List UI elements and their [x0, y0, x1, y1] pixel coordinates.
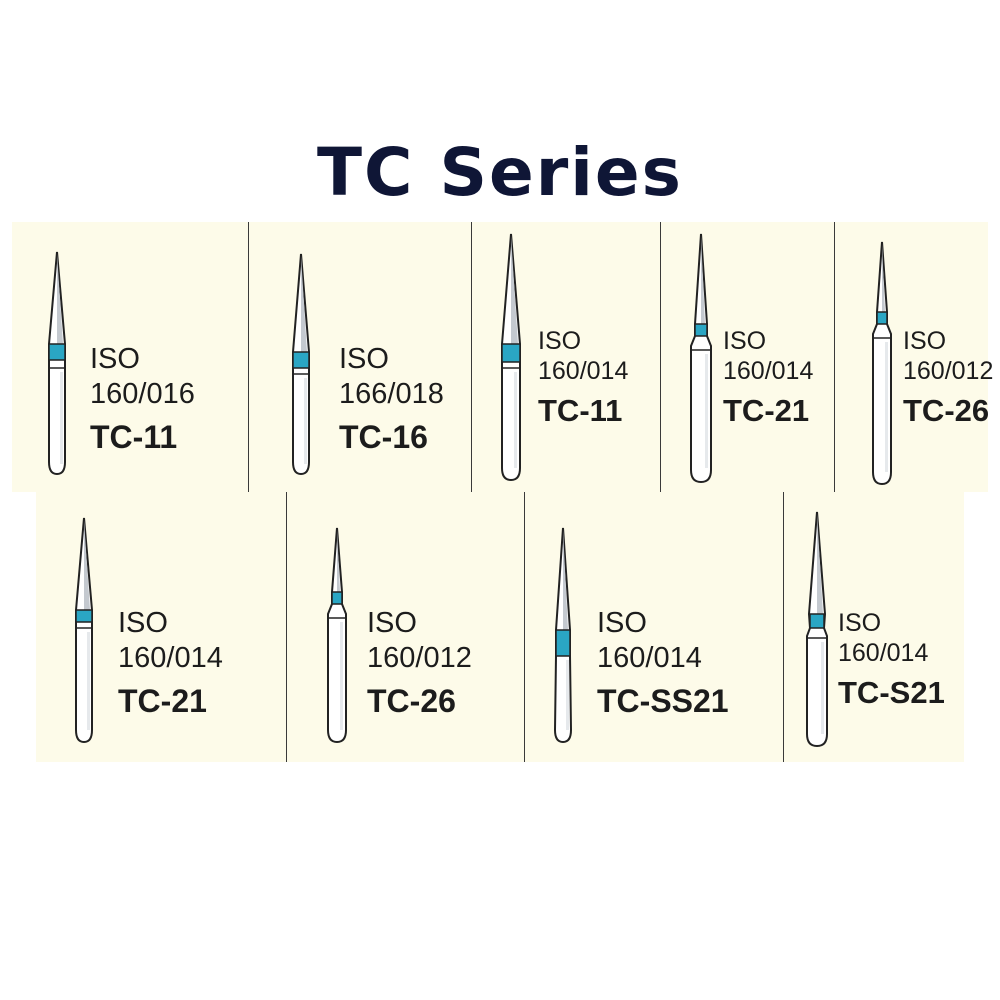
product-card: ISO 160/012 TC-26: [834, 222, 993, 492]
iso-label: ISO: [723, 327, 767, 355]
product-code: TC-S21: [838, 675, 945, 710]
iso-label: ISO: [90, 343, 140, 375]
page-title: TC Series: [317, 134, 683, 211]
bur-icon: [327, 527, 347, 744]
bur-icon: [48, 251, 66, 476]
iso-size: 160/012: [903, 357, 994, 385]
bur-icon: [690, 233, 712, 484]
iso-size: 160/014: [597, 641, 702, 674]
iso-size: 160/014: [723, 357, 814, 385]
iso-size: 160/014: [118, 641, 223, 674]
product-code: TC-21: [118, 682, 207, 719]
bur-icon: [872, 241, 892, 486]
product-card: ISO 160/012 TC-26: [286, 492, 524, 762]
product-code: TC-26: [367, 682, 456, 719]
product-code: TC-26: [903, 393, 990, 428]
bur-icon: [501, 233, 521, 482]
product-card: ISO 160/014 TC-S21: [783, 492, 964, 762]
iso-label: ISO: [838, 609, 882, 637]
iso-label: ISO: [367, 607, 417, 639]
iso-label: ISO: [538, 327, 582, 355]
bur-icon: [553, 527, 573, 744]
product-card: ISO 160/014 TC-21: [660, 222, 834, 492]
iso-label: ISO: [903, 327, 947, 355]
product-code: TC-21: [723, 393, 810, 428]
product-code: TC-SS21: [597, 682, 729, 719]
product-card: ISO 160/016 TC-11: [12, 222, 248, 492]
product-code: TC-11: [90, 418, 178, 455]
product-card: ISO 166/018 TC-16: [248, 222, 471, 492]
iso-size: 160/014: [838, 639, 929, 667]
iso-label: ISO: [118, 607, 168, 639]
bur-icon: [292, 253, 310, 476]
iso-label: ISO: [597, 607, 647, 639]
product-code: TC-11: [538, 393, 623, 428]
bur-icon: [806, 511, 828, 748]
iso-size: 160/016: [90, 377, 195, 410]
product-row-2: ISO 160/014 TC-21 ISO 160/012 TC-26 ISO …: [36, 492, 964, 762]
iso-label: ISO: [339, 343, 389, 375]
bur-icon: [75, 517, 93, 744]
product-card: ISO 160/014 TC-21: [36, 492, 286, 762]
iso-size: 160/014: [538, 357, 629, 385]
product-code: TC-16: [339, 418, 428, 455]
product-card: ISO 160/014 TC-11: [471, 222, 660, 492]
iso-size: 166/018: [339, 377, 444, 410]
product-card: ISO 160/014 TC-SS21: [524, 492, 783, 762]
iso-size: 160/012: [367, 641, 472, 674]
product-row-1: ISO 160/016 TC-11 ISO 166/018 TC-16 ISO: [12, 222, 993, 492]
